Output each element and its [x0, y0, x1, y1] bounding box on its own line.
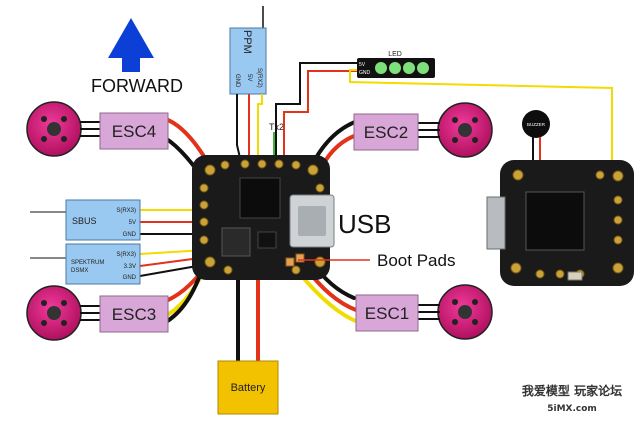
spektrum-subtitle: DSMX — [71, 268, 88, 274]
esc3-box: ESC3 — [99, 295, 169, 333]
motor-bottom-right — [437, 284, 493, 340]
board-mcu-chip — [239, 177, 281, 219]
ppm-title: PPM — [241, 30, 253, 54]
board-back-view — [486, 160, 634, 286]
board-back-chip — [525, 191, 585, 251]
usb-label: USB — [338, 209, 391, 239]
motor-top-left — [26, 101, 82, 157]
sbus-receiver: SBUS S(RX3) 5V GND — [65, 199, 141, 241]
esc4-label: ESC4 — [112, 122, 156, 141]
boot-pad-1 — [285, 257, 295, 267]
buzzer: BUZZER — [522, 110, 550, 138]
battery-label: Battery — [231, 382, 266, 394]
esc3-label: ESC3 — [112, 305, 156, 324]
spektrum-title: SPEKTRUM — [71, 260, 104, 266]
led-3 — [403, 62, 415, 74]
spektrum-pin-gnd: GND — [123, 275, 137, 281]
motor-leads — [80, 121, 440, 321]
spektrum-pin-3v3: 3.3V — [124, 264, 136, 270]
ppm-pin-gnd: GND — [234, 74, 240, 88]
watermark-line-2: 5iMX.com — [547, 404, 597, 414]
led-wires — [275, 62, 613, 205]
led-2 — [389, 62, 401, 74]
motor-top-right — [437, 102, 493, 158]
esc1-box: ESC1 — [355, 294, 419, 332]
esc1-label: ESC1 — [365, 304, 409, 323]
ppm-pin-5v: 5V — [246, 74, 252, 81]
boot-pads-label: Boot Pads — [377, 251, 455, 270]
led-4 — [417, 62, 429, 74]
led-label: LED — [388, 51, 402, 58]
sbus-title: SBUS — [72, 216, 97, 226]
board-back-pads — [510, 169, 624, 279]
battery-wires — [236, 276, 260, 362]
sbus-pin-gnd: GND — [123, 232, 137, 238]
spektrum-receiver: SPEKTRUM DSMX S(RX3) 3.3V GND — [65, 243, 141, 285]
board-back-connector — [567, 271, 583, 281]
led-1 — [375, 62, 387, 74]
motor-bottom-left — [26, 285, 82, 341]
boot-pad-2 — [295, 253, 305, 263]
led-pin-gnd: GND — [359, 70, 371, 76]
usb-port-icon — [298, 206, 326, 236]
usb-connector-back — [486, 196, 506, 250]
board-pads — [199, 159, 326, 275]
ppm-receiver: PPM S(RX2) 5V GND — [229, 27, 267, 95]
sbus-pin-signal: S(RX3) — [116, 208, 136, 214]
battery-pack: Battery — [217, 360, 279, 415]
esc2-label: ESC2 — [364, 123, 408, 142]
ppm-pin-signal: S(RX2) — [256, 68, 262, 88]
watermark-line-1: 我爱模型 玩家论坛 — [522, 383, 622, 398]
ppm-wires — [236, 94, 263, 159]
buzzer-label: BUZZER — [527, 122, 546, 127]
board-inductor — [221, 227, 251, 257]
sbus-pin-5v: 5V — [129, 220, 136, 226]
led-strip: LED 5V GND — [357, 51, 435, 78]
forward-arrow-icon — [108, 18, 154, 72]
board-regulator — [257, 231, 277, 249]
led-pin-5v: 5V — [359, 62, 366, 68]
esc2-box: ESC2 — [353, 113, 419, 151]
esc4-box: ESC4 — [99, 112, 169, 150]
flight-controller-board — [192, 155, 335, 280]
spektrum-pin-signal: S(RX3) — [116, 252, 136, 258]
forward-label: FORWARD — [91, 76, 183, 96]
